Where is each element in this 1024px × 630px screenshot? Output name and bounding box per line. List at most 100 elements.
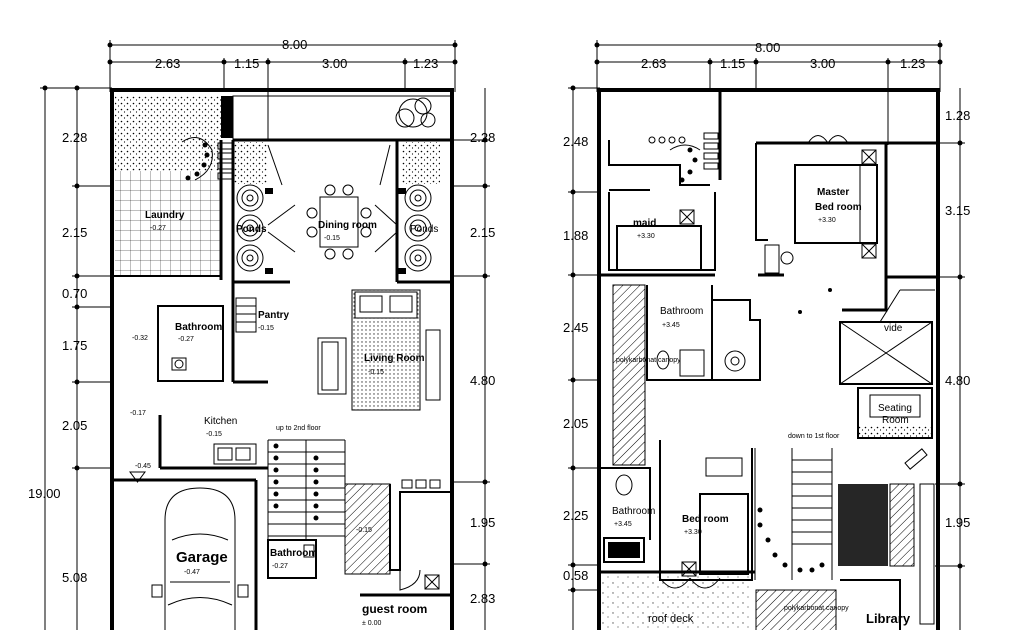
- gf-living-level: -0.15: [368, 369, 384, 376]
- gf-bathroom-label: Bathroom: [175, 322, 222, 333]
- gf-left-dim-6: 5.08: [62, 570, 87, 585]
- uf-left-dim-6: 0.58: [563, 568, 588, 583]
- gf-left-dim-4: 1.75: [62, 338, 87, 353]
- gf-outer-wall: [110, 88, 454, 630]
- gf-top-seg-1: 2.63: [155, 56, 180, 71]
- gf-left-dimensions: 19.00 2.28 2.15 0.70 1.75 2.05 5.08: [28, 85, 112, 630]
- uf-outer-wall: [597, 88, 940, 630]
- gf-car-icon: [151, 487, 249, 630]
- uf-top-dimensions: 8.00 2.63 1.15 3.00 1.23: [594, 40, 943, 145]
- uf-vide-void: [839, 321, 933, 385]
- uf-bathroom-level: +3.45: [662, 322, 680, 329]
- gf-garage-level: -0.47: [184, 569, 200, 576]
- gf-top-total: 8.00: [282, 37, 307, 52]
- uf-maid-bed: [616, 225, 702, 271]
- gf-left-dim-5: 2.05: [62, 418, 87, 433]
- gf-right-dim-1: 2.28: [470, 130, 495, 145]
- uf-bathroom2-level: +3.45: [614, 521, 632, 528]
- uf-seating-label: Seating: [878, 403, 912, 414]
- uf-spiral-stair: [608, 90, 722, 186]
- gf-right-dim-4: 1.95: [470, 515, 495, 530]
- uf-canopy-bottom-label: polykarbonat canopy: [784, 605, 849, 612]
- uf-right-dimensions: 1.28 3.15 4.80 1.95: [935, 88, 970, 630]
- uf-roofdeck-label: roof deck: [648, 613, 694, 625]
- gf-stair-note: up to 2nd floor: [276, 425, 321, 432]
- gf-bathroom2-level: -0.27: [272, 563, 288, 570]
- uf-left-dim-2: 1.88: [563, 228, 588, 243]
- uf-maid-label: maid: [633, 218, 656, 229]
- uf-master-label-2: Bed room: [815, 202, 862, 213]
- uf-left-dim-1: 2.48: [563, 134, 588, 149]
- uf-top-seg-2: 1.15: [720, 56, 745, 71]
- gf-top-seg-3: 3.00: [322, 56, 347, 71]
- uf-bathtub: [603, 537, 645, 563]
- gf-left-dim-2: 2.15: [62, 225, 87, 240]
- uf-master-level: +3.30: [818, 217, 836, 224]
- uf-canopy-left: [612, 284, 646, 466]
- gf-living-label: Living Room: [364, 353, 425, 364]
- uf-left-dimensions: 2.48 1.88 2.45 2.05 2.25 0.58: [563, 85, 600, 630]
- uf-top-total: 8.00: [755, 40, 780, 55]
- uf-stairs: [754, 448, 915, 580]
- gf-dining-level: -0.15: [324, 235, 340, 242]
- gf-bathroom2-label: Bathroom: [270, 548, 317, 559]
- gf-pantry-label: Pantry: [258, 310, 290, 321]
- ground-floor-plan: 8.00 2.63 1.15 3.00 1.23 19.00 2.28 2.15…: [28, 37, 495, 630]
- gf-pantry-counter: [235, 297, 257, 333]
- gf-corridor-level: -0.15: [356, 527, 372, 534]
- gf-guest-label: guest room: [362, 602, 427, 616]
- gf-toilet-icon: [171, 357, 187, 371]
- gf-pond-right: [398, 184, 432, 274]
- gf-ponds-left-label: Ponds: [236, 224, 267, 235]
- uf-library-label: Library: [866, 611, 911, 626]
- uf-seating-label-2: Room: [882, 415, 909, 426]
- uf-right-dim-3: 4.80: [945, 373, 970, 388]
- uf-left-dim-5: 2.25: [563, 508, 588, 523]
- gf-pond-left: [236, 184, 273, 274]
- gf-dining-table: [306, 184, 372, 260]
- gf-tree-icon: [395, 97, 436, 128]
- uf-maid-level: +3.30: [637, 233, 655, 240]
- gf-left-dim-1: 2.28: [62, 130, 87, 145]
- gf-pantry-level: -0.15: [258, 325, 274, 332]
- uf-stair-note: down to 1st floor: [788, 433, 840, 440]
- gf-laundry-level: -0.27: [150, 225, 166, 232]
- uf-bedroom-label: Bed room: [682, 514, 729, 525]
- uf-right-dim-4: 1.95: [945, 515, 970, 530]
- uf-canopy-left-label: polykarbonat canopy: [616, 357, 681, 364]
- gf-bathroom-level: -0.27: [178, 336, 194, 343]
- uf-left-dim-3: 2.45: [563, 320, 588, 335]
- uf-vide-label: vide: [884, 323, 903, 334]
- gf-top-seg-4: 1.23: [413, 56, 438, 71]
- gf-garden-top-left: [115, 96, 221, 171]
- gf-kitchen-sink-icon: [213, 443, 257, 465]
- uf-sink-icon: [724, 350, 746, 372]
- gf-right-dim-2: 2.15: [470, 225, 495, 240]
- gf-kitchen-side-level: -0.17: [130, 410, 146, 417]
- gf-stairs: [267, 439, 391, 575]
- uf-top-seg-4: 1.23: [900, 56, 925, 71]
- gf-dining-label: Dining room: [318, 220, 377, 231]
- uf-right-dim-2: 3.15: [945, 203, 970, 218]
- uf-bedroom-bed: [699, 493, 749, 575]
- gf-left-total: 19.00: [28, 486, 61, 501]
- gf-right-dim-5: 2.83: [470, 591, 495, 606]
- uf-bathroom-label: Bathroom: [660, 306, 703, 317]
- gf-kitchen-level: -0.15: [206, 431, 222, 438]
- uf-bedroom-level: +3.30: [684, 529, 702, 536]
- gf-bath-side-level: -0.32: [132, 335, 148, 342]
- uf-bathroom2-label: Bathroom: [612, 506, 655, 517]
- upper-floor-plan: 8.00 2.63 1.15 3.00 1.23 2.48 1.88 2.45 …: [563, 40, 970, 630]
- gf-guest-level: ± 0.00: [362, 620, 382, 627]
- uf-master-label: Master: [817, 187, 849, 198]
- gf-top-seg-2: 1.15: [234, 56, 259, 71]
- gf-laundry-floor: [115, 171, 221, 276]
- gf-laundry-label: Laundry: [145, 210, 185, 221]
- gf-garage-label: Garage: [176, 549, 228, 566]
- gf-ponds-right-label: Ponds: [410, 224, 438, 235]
- gf-right-dim-3: 4.80: [470, 373, 495, 388]
- gf-bathroom2-walls: [267, 539, 317, 579]
- gf-bathroom-walls: [157, 305, 224, 382]
- uf-right-dim-1: 1.28: [945, 108, 970, 123]
